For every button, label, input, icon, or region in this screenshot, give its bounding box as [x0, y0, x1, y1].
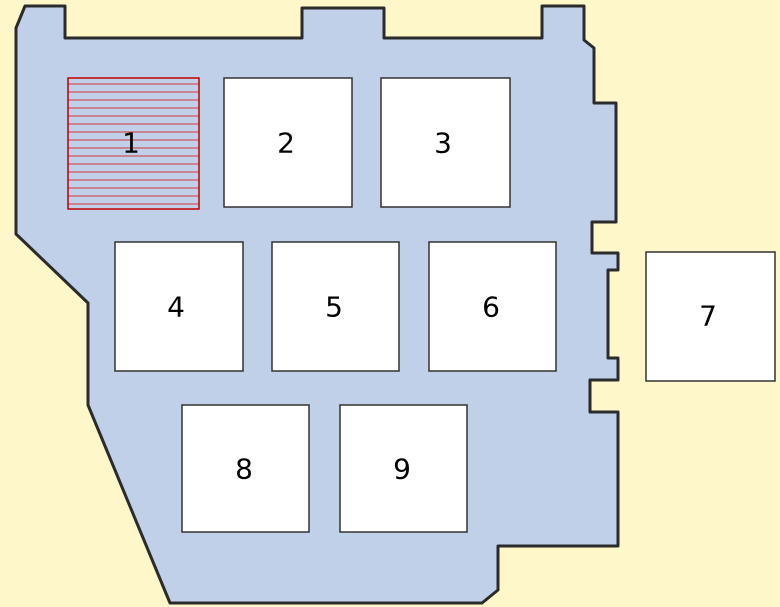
slot-5-box: [271, 241, 400, 372]
slot-1-label: 1: [122, 127, 140, 160]
fuse-slot-2[interactable]: 2: [223, 77, 353, 208]
fuse-slot-7[interactable]: 7: [645, 251, 776, 382]
fuse-slot-1[interactable]: 1: [67, 77, 200, 210]
fuse-slot-3[interactable]: 3: [380, 77, 511, 208]
slot-8-box: [181, 404, 310, 533]
slot-3-label: 3: [434, 127, 452, 160]
slot-6-label: 6: [482, 291, 500, 324]
fuse-slot-4[interactable]: 4: [114, 241, 244, 372]
fuse-slot-9[interactable]: 9: [339, 404, 468, 533]
slot-2-box: [223, 77, 353, 208]
slot-9-box: [339, 404, 468, 533]
slot-7-label: 7: [699, 300, 717, 333]
slot-4-box: [114, 241, 244, 372]
slot-6-box: [428, 241, 557, 372]
slot-3-box: [380, 77, 511, 208]
fuse-slot-5[interactable]: 5: [271, 241, 400, 372]
slot-7-box: [645, 251, 776, 382]
slot-9-label: 9: [393, 453, 411, 486]
slot-8-label: 8: [235, 453, 253, 486]
fuse-slot-6[interactable]: 6: [428, 241, 557, 372]
slot-5-label: 5: [325, 291, 343, 324]
fuse-slot-8[interactable]: 8: [181, 404, 310, 533]
slot-4-label: 4: [167, 291, 185, 324]
slot-2-label: 2: [277, 127, 295, 160]
slot-1-box: [67, 77, 200, 210]
